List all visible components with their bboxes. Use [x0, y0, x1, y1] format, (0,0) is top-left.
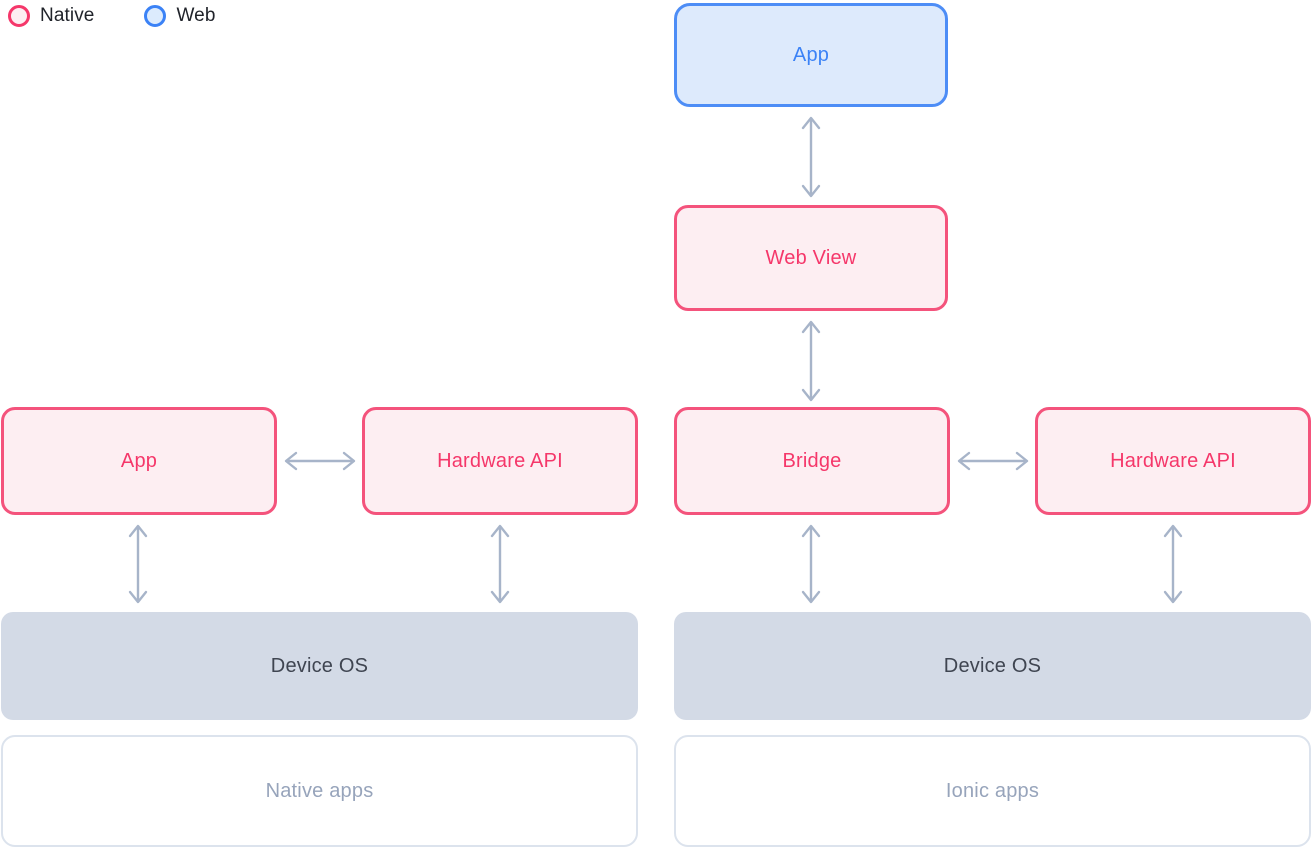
node-ionic-device-os-label: Device OS: [943, 654, 1042, 677]
legend: Native Web: [8, 2, 216, 30]
node-native-apps-shell[interactable]: Native apps: [1, 735, 638, 847]
legend-label-native: Native: [40, 5, 95, 26]
arrow-native-app-to-device-os: [122, 518, 154, 610]
node-native-device-os[interactable]: Device OS: [1, 612, 638, 720]
node-native-hardware-api[interactable]: Hardware API: [362, 407, 638, 515]
circle-outline-icon-native: [8, 5, 30, 27]
circle-outline-icon-web: [144, 5, 167, 27]
arrow-native-app-to-hardware-api: [278, 445, 362, 477]
node-bridge[interactable]: Bridge: [674, 407, 950, 515]
node-ionic-hardware-api[interactable]: Hardware API: [1035, 407, 1311, 515]
node-ionic-apps-shell-label: Ionic apps: [945, 779, 1040, 802]
node-bridge-label: Bridge: [782, 449, 842, 472]
legend-item-native: Native: [8, 5, 94, 27]
legend-label-web: Web: [176, 5, 216, 26]
node-web-app[interactable]: App: [674, 3, 948, 107]
node-native-apps-shell-label: Native apps: [265, 779, 374, 802]
node-ionic-hardware-api-label: Hardware API: [1110, 449, 1236, 472]
node-web-view[interactable]: Web View: [674, 205, 948, 311]
node-web-view-label: Web View: [765, 246, 857, 269]
node-web-app-label: App: [792, 43, 830, 66]
arrow-bridge-to-hardware-api: [951, 445, 1035, 477]
arrow-ionic-hardware-api-to-device-os: [1157, 518, 1189, 610]
legend-item-web: Web: [144, 5, 215, 27]
node-ionic-device-os[interactable]: Device OS: [674, 612, 1311, 720]
arrow-app-to-webview: [795, 110, 827, 204]
arrow-native-hardware-api-to-device-os: [484, 518, 516, 610]
node-native-hardware-api-label: Hardware API: [437, 449, 563, 472]
node-native-device-os-label: Device OS: [270, 654, 369, 677]
node-native-app[interactable]: App: [1, 407, 277, 515]
node-ionic-apps-shell[interactable]: Ionic apps: [674, 735, 1311, 847]
arrow-bridge-to-device-os: [795, 518, 827, 610]
node-native-app-label: App: [120, 449, 158, 472]
arrow-webview-to-bridge: [795, 314, 827, 408]
